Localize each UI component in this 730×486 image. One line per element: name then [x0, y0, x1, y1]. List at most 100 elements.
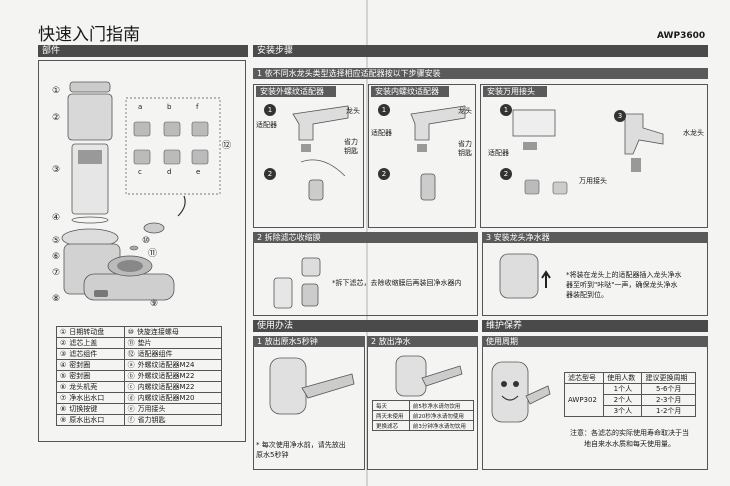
part-name: 适配器组件: [137, 350, 173, 358]
part-number: ⑦: [60, 394, 67, 402]
indicator-label: 两天未使用: [372, 410, 410, 421]
part-name: 密封圈: [69, 372, 91, 380]
part-name: 内螺纹适配器M20: [137, 394, 195, 402]
replacement-header: 滤芯型号: [563, 372, 605, 384]
part-name: 日期转动盘: [69, 328, 105, 336]
replacement-header-row: 滤芯型号使用人数建议更换周期: [563, 372, 696, 384]
replacement-model: AWP302: [563, 383, 605, 417]
callout-12: ⑫: [222, 141, 232, 151]
purifier-exploded-illustration: [61, 81, 221, 301]
part-name: 滤芯上盖: [69, 339, 98, 347]
callout-7: ⑦: [52, 268, 61, 278]
part-number: ②: [60, 339, 67, 347]
usage-s1-title: 1 放出原水5秒钟: [253, 336, 365, 347]
indicator-label: 更换滤芯: [372, 420, 410, 431]
int-adapter-title: 安装内螺纹适配器: [371, 86, 449, 97]
period-title: 使用周期: [482, 336, 708, 347]
part-number: ①: [60, 328, 67, 336]
step2-text: *拆下滤芯，去除收缩膜后再装回净水器内: [332, 279, 462, 287]
replacement-cell: 1个人: [603, 383, 643, 395]
part-number: ⓑ: [127, 372, 135, 380]
callout-1: ①: [52, 86, 61, 96]
indicator-text: 前20秒净水请勿使用: [408, 410, 475, 421]
install-step1-bar: 1 依不同水龙头类型选择相应适配器按以下步骤安装: [253, 68, 708, 79]
part-name: 垫片: [137, 339, 152, 347]
univ-step-2-badge: 2: [500, 168, 512, 180]
ext-step-1-badge: 1: [264, 104, 276, 116]
indicator-table: 每天前5秒净水请勿饮用两天未使用前20秒净水请勿使用更换滤芯前3分钟净水请勿饮用: [372, 400, 475, 431]
indicator-row: 更换滤芯前3分钟净水请勿饮用: [372, 420, 475, 431]
maintenance-heading: 维护保养: [482, 320, 708, 332]
part-number: ③: [60, 350, 67, 358]
guide-title: 快速入门指南: [38, 25, 140, 45]
step3-text: *将装在龙头上的适配器插入龙头净水 器至听到"咔哒"一声，确保龙头净水 器装配到…: [566, 271, 682, 299]
int-key-label: 省力 钥匙: [458, 140, 472, 157]
part-number: ⑫: [127, 350, 135, 358]
part-number: ⓓ: [127, 394, 135, 402]
part-number: ⓒ: [127, 383, 135, 391]
replacement-cell: 5-6个月: [641, 383, 696, 395]
ext-adapter-title: 安装外螺纹适配器: [256, 86, 336, 97]
install-illustrations: [292, 105, 664, 201]
ext-adapter-panel: [253, 84, 364, 228]
univ-step-3-badge: 3: [614, 110, 626, 122]
part-name: 外螺纹适配器M22: [137, 372, 195, 380]
callout-10: ⑩: [142, 236, 151, 246]
part-name: 快旋连接螺母: [136, 328, 179, 336]
adapter-label-b: b: [167, 103, 172, 111]
univ-adapter-label: 适配器: [488, 149, 509, 157]
callout-5: ⑤: [52, 236, 61, 246]
part-number: ⓔ: [127, 405, 135, 413]
part-name: 外螺纹适配器M24: [137, 361, 195, 369]
univ-adapter-panel: [480, 84, 708, 228]
part-name: 滤芯组件: [69, 350, 98, 358]
replacement-cell: 2-3个月: [641, 394, 696, 406]
cartridge-mascot: [491, 361, 551, 423]
int-step-2-badge: 2: [378, 168, 390, 180]
callout-9: ⑨: [150, 299, 159, 309]
part-number: ⑧: [60, 405, 67, 413]
indicator-row: 两天未使用前20秒净水请勿使用: [372, 410, 475, 421]
part-name: 切换按键: [69, 405, 98, 413]
indicator-text: 前5秒净水请勿饮用: [408, 400, 475, 411]
usage-s2-title: 2 放出净水: [367, 336, 478, 347]
part-number: ⑤: [60, 372, 67, 380]
part-number: ⑨: [60, 416, 67, 424]
adapter-label-f: f: [196, 103, 199, 111]
parts-heading: 部件: [38, 45, 248, 57]
usage-s1-illustration: [269, 357, 355, 415]
usage-heading: 使用办法: [253, 320, 478, 332]
install-heading: 安装步骤: [253, 45, 708, 57]
part-name: 原水出水口: [69, 416, 105, 424]
univ-adapter-title: 安装万用接头: [483, 86, 547, 97]
ext-adapter-label: 适配器: [256, 121, 277, 129]
step2-title: 2 拆除滤芯收缩膜: [253, 232, 478, 243]
replacement-cell: 1-2个月: [641, 405, 696, 417]
ext-step-2-badge: 2: [264, 168, 276, 180]
part-name: 内螺纹适配器M22: [137, 383, 195, 391]
part-number: ⑥: [60, 383, 67, 391]
part-name: 密封圈: [69, 361, 91, 369]
usage-s1-text: * 每次使用净水前，请先放出 原水5秒钟: [256, 441, 346, 459]
step3-illustration: [499, 253, 551, 299]
adapter-label-d: d: [167, 168, 172, 176]
page-fold: [366, 0, 368, 486]
indicator-row: 每天前5秒净水请勿饮用: [372, 400, 475, 411]
